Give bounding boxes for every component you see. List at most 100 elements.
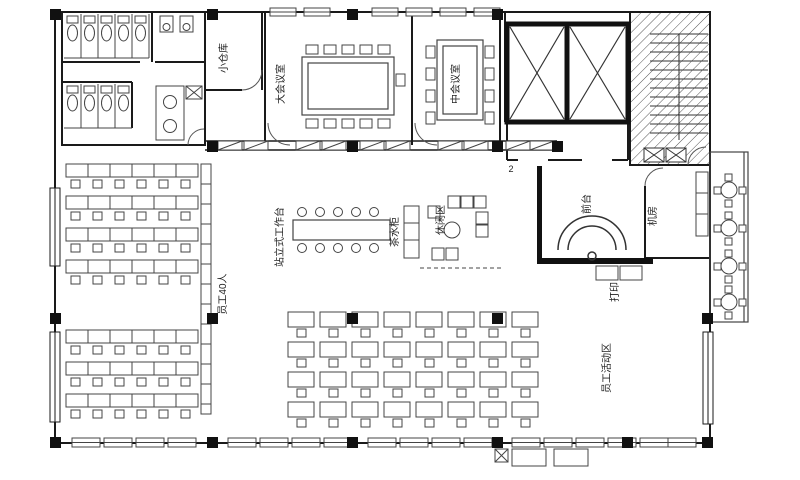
lounge-furniture [420,195,502,269]
balcony-chair [713,224,722,233]
desk [479,401,507,418]
chair [425,67,436,81]
label-stair-number: 2 [508,164,513,174]
tea-cabinet [403,205,420,259]
plan-shape [569,26,626,120]
chair [180,243,191,253]
label-large-meeting: 大会议室 [274,64,287,104]
chair [180,211,191,221]
window-slash [295,140,321,151]
chair [92,275,103,285]
sofa-seat [447,195,461,209]
chair [158,409,169,419]
chair [70,377,81,387]
balcony [709,151,749,323]
center-office-desks [287,311,539,428]
window-slash [321,140,347,151]
chair [70,243,81,253]
balcony-chair [724,199,733,208]
window-slash [385,140,411,151]
balcony-chair [738,298,747,307]
stool [333,243,343,253]
meeting-chairs [305,44,495,129]
meeting-tables [301,39,484,121]
chair [488,328,499,338]
toilet-tank [117,15,130,24]
stool [369,207,379,217]
label-activity-area: 员工活动区 [601,343,613,393]
label-standing-bench: 站立式工作台 [273,207,286,267]
cabinet-strip [200,163,212,415]
chair [70,409,81,419]
label-machine-room: 机房 [646,206,659,226]
column [347,141,358,152]
partition-wall [537,258,653,264]
column [207,313,218,324]
chair [392,388,403,398]
chair [180,345,191,355]
desk [351,341,379,358]
sofa-seat [473,195,487,209]
stool [297,207,307,217]
balcony-table [720,293,738,311]
desk [319,341,347,358]
chair [425,89,436,103]
chair [360,388,371,398]
desk [319,311,347,328]
window-slash [217,140,243,151]
chair [425,111,436,125]
chair [425,45,436,59]
column [50,313,61,324]
toilet-bowl [84,24,95,42]
toilet-bowl [118,94,129,112]
column [492,437,503,448]
sofa-seat [445,247,459,261]
balcony-chair [724,211,733,220]
column [50,437,61,448]
label-lounge: 休闲区 [434,205,447,235]
chair [136,211,147,221]
desk [287,371,315,388]
left-office-desks [65,163,212,419]
shaft-box-cross [665,147,687,163]
step-box-cross [494,448,509,463]
balcony-table [720,219,738,237]
machine-room-equipment [695,171,709,237]
chair [377,118,391,129]
chair [92,211,103,221]
chair [114,243,125,253]
chair [136,377,147,387]
step [511,448,547,467]
toilet-bowl [67,24,78,42]
chair [114,377,125,387]
chair [70,345,81,355]
print-area [595,265,643,281]
reception-chair [587,251,597,261]
desk [479,341,507,358]
window-slash [437,140,463,151]
chair [323,118,337,129]
chair [456,328,467,338]
sofa-seat [475,211,489,225]
chair [158,345,169,355]
balcony-chair [713,186,722,195]
desk [383,311,411,328]
chair [341,118,355,129]
toilet-tank [83,85,96,94]
sofa-seat [460,195,474,209]
chair [296,388,307,398]
chair [136,409,147,419]
standing-bench-stools [297,207,379,253]
chair [323,44,337,55]
balcony-chair [738,224,747,233]
chair [70,211,81,221]
chair [488,418,499,428]
column [492,141,503,152]
balcony-chair [713,262,722,271]
desk [383,401,411,418]
toilet-tank [117,85,130,94]
chair [377,44,391,55]
shaft-box-cross [643,147,665,163]
